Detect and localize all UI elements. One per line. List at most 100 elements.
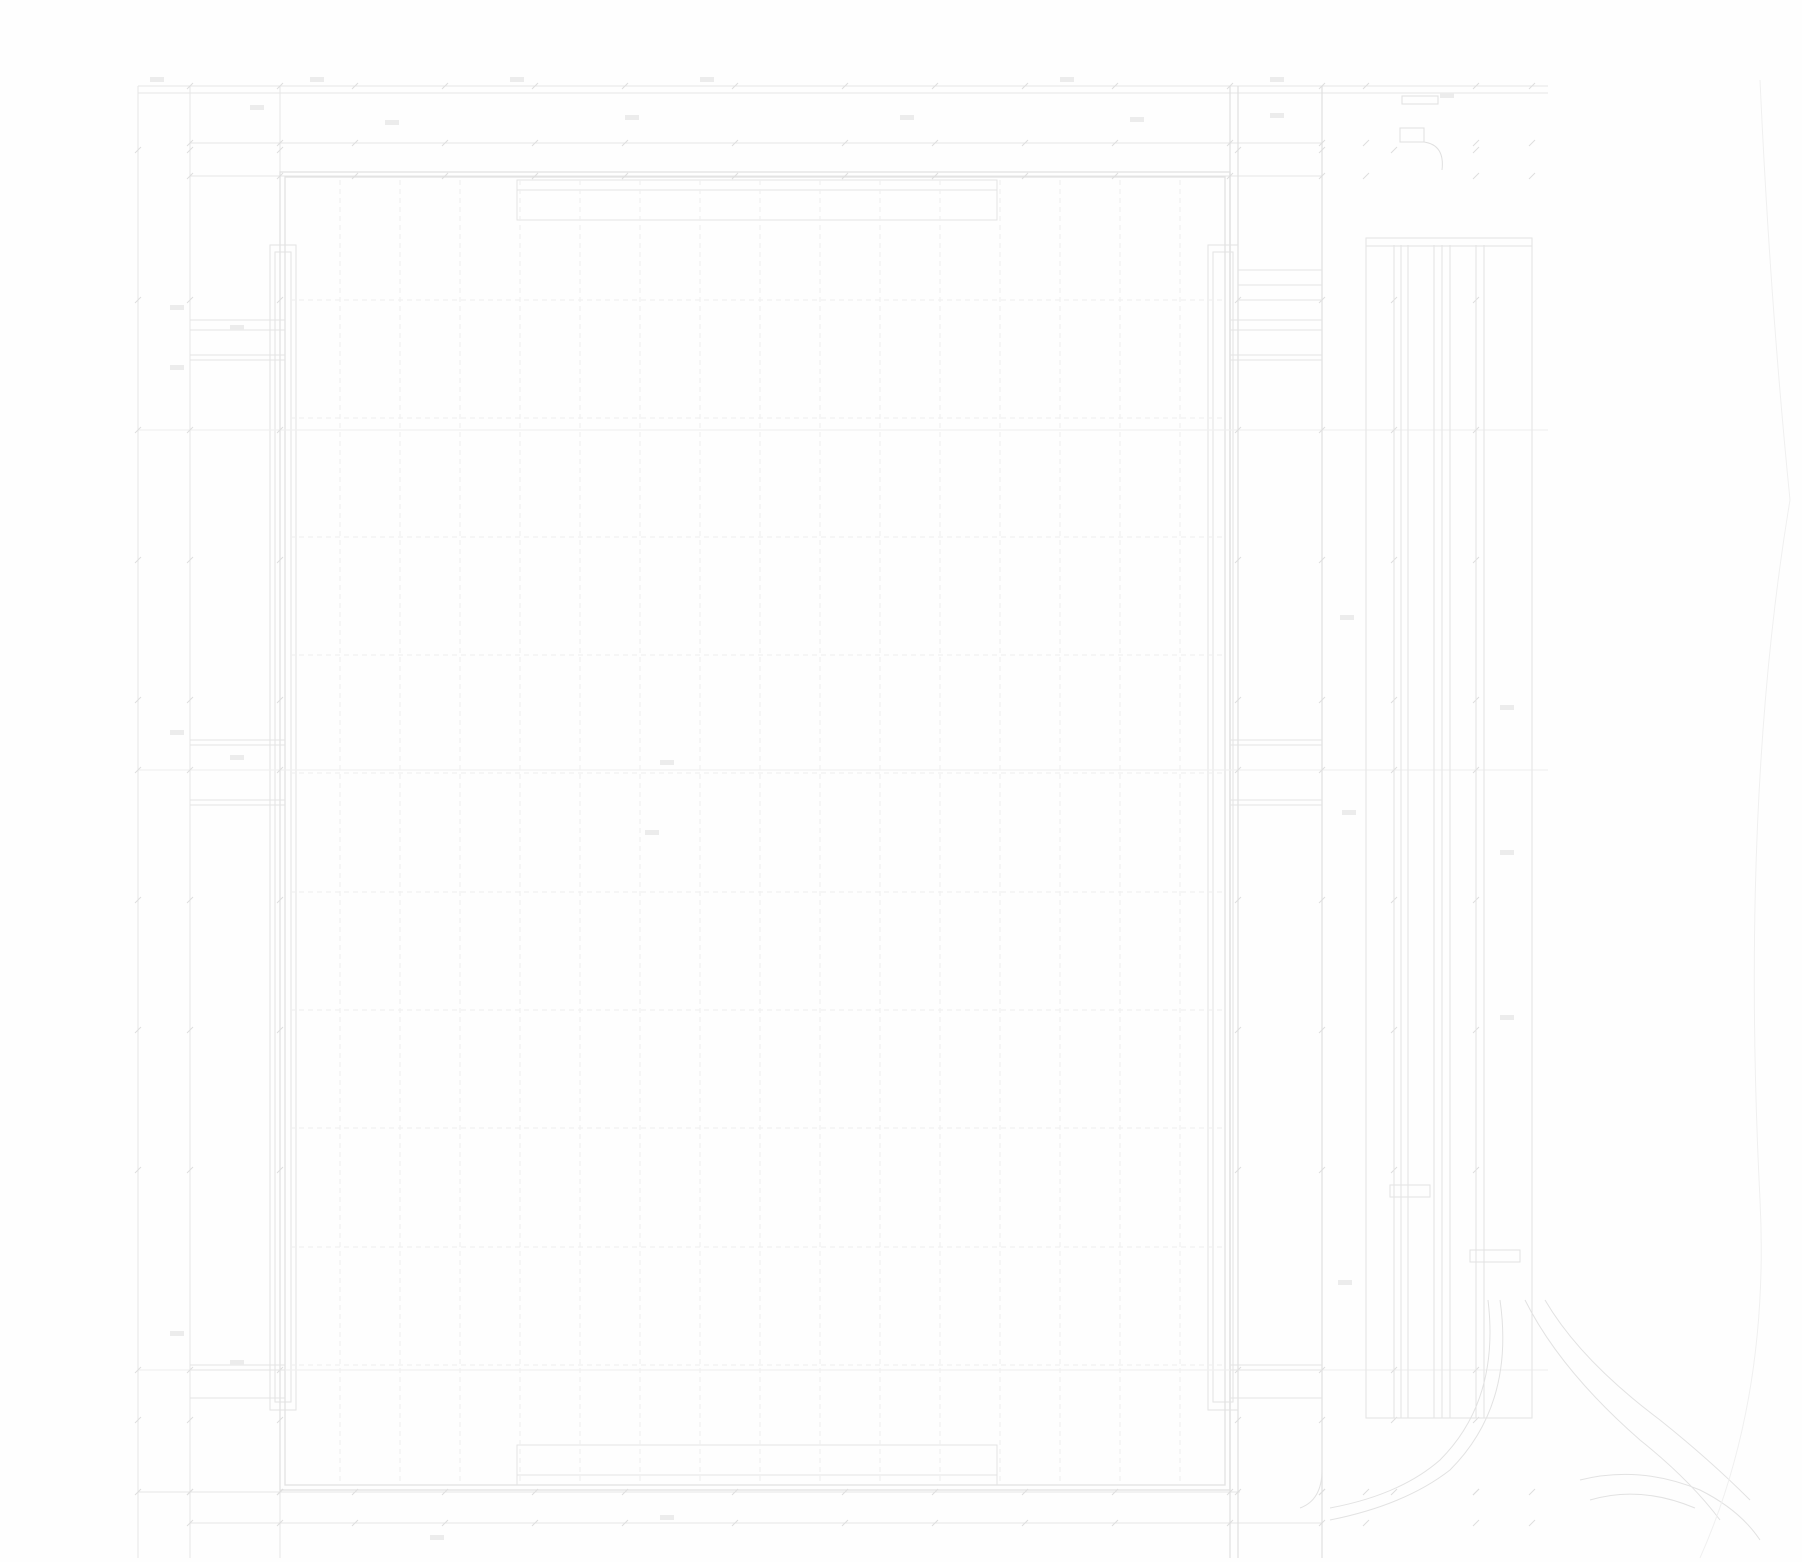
dimension-tick <box>1021 1519 1029 1527</box>
dimension-tick <box>621 139 629 147</box>
dimension-tick <box>276 1488 284 1496</box>
dimension-tick <box>1226 1488 1234 1496</box>
dimension-tick <box>621 172 629 180</box>
dimension-tick <box>134 556 142 564</box>
gate-structure <box>1399 95 1443 171</box>
outer-boundary <box>137 85 1548 1558</box>
dimension-tick <box>1111 139 1119 147</box>
dimension-tick <box>731 82 739 90</box>
dimension-tick <box>1318 1026 1326 1034</box>
dimension-tick <box>931 82 939 90</box>
dimension-tick <box>351 172 359 180</box>
dimension-tick <box>1234 766 1242 774</box>
dimension-tick <box>531 139 539 147</box>
dimension-tick <box>1318 426 1326 434</box>
dimension-tick <box>1234 146 1242 154</box>
dimension-tick <box>1318 1166 1326 1174</box>
dimension-tick <box>441 1519 449 1527</box>
dimension-tick <box>441 1488 449 1496</box>
dimension-tick <box>1362 1488 1370 1496</box>
dimension-tick <box>186 1519 194 1527</box>
dimension-tick <box>276 556 284 564</box>
dimension-mark <box>1130 117 1144 122</box>
dimension-mark <box>1338 1280 1352 1285</box>
dimension-mark <box>1060 77 1074 82</box>
dimension-tick <box>1318 146 1326 154</box>
dimension-tick <box>1318 1488 1326 1496</box>
building-outline <box>279 86 1323 1558</box>
dimension-tick <box>1318 82 1326 90</box>
dimension-tick <box>841 172 849 180</box>
dimension-tick <box>1318 766 1326 774</box>
dimension-mark <box>230 755 244 760</box>
dimension-tick <box>441 139 449 147</box>
dimension-tick <box>276 1026 284 1034</box>
dimension-tick <box>531 1519 539 1527</box>
dimension-tick <box>276 1166 284 1174</box>
dimension-tick <box>1234 556 1242 564</box>
dimension-tick <box>1472 1488 1480 1496</box>
dimension-tick <box>134 1026 142 1034</box>
dimension-tick <box>186 82 194 90</box>
dimension-tick <box>186 1026 194 1034</box>
dimension-tick <box>276 296 284 304</box>
dimension-ticks <box>134 82 1536 1527</box>
dimension-tick <box>621 82 629 90</box>
callout-leaders <box>190 269 1322 1399</box>
dimension-tick <box>1318 556 1326 564</box>
dimension-tick <box>134 426 142 434</box>
dimension-tick <box>1362 82 1370 90</box>
dimension-tick <box>1226 172 1234 180</box>
dimension-tick <box>1528 1488 1536 1496</box>
dimension-tick <box>186 896 194 904</box>
dimension-mark <box>625 115 639 120</box>
dimension-tick <box>1234 1488 1242 1496</box>
dimension-tick <box>1234 1026 1242 1034</box>
dimension-tick <box>1390 146 1398 154</box>
right-corridor <box>1365 237 1533 1419</box>
dimension-tick <box>531 172 539 180</box>
dimension-mark <box>230 325 244 330</box>
dimension-mark <box>430 1535 444 1540</box>
dimension-tick <box>841 1519 849 1527</box>
dimension-tick <box>186 1166 194 1174</box>
interior-grid <box>138 180 1548 1485</box>
dimension-tick <box>931 1519 939 1527</box>
dimension-tick <box>186 146 194 154</box>
dimension-tick <box>731 1519 739 1527</box>
dimension-tick <box>441 82 449 90</box>
dimension-tick <box>1318 896 1326 904</box>
dimension-tick <box>841 82 849 90</box>
dimension-mark <box>1440 93 1454 98</box>
dimension-tick <box>1528 139 1536 147</box>
loading-strips <box>516 179 998 1486</box>
dimension-mark <box>250 105 264 110</box>
dimension-tick <box>1111 82 1119 90</box>
dimension-tick <box>186 1416 194 1424</box>
dimension-tick <box>351 139 359 147</box>
dimension-labels <box>150 77 1514 1540</box>
dimension-tick <box>276 139 284 147</box>
access-road <box>1299 79 1791 1559</box>
dimension-tick <box>1528 172 1536 180</box>
dimension-tick <box>186 556 194 564</box>
dimension-tick <box>1111 1488 1119 1496</box>
dimension-mark <box>1500 1015 1514 1020</box>
dimension-mark <box>1500 850 1514 855</box>
dimension-tick <box>1226 139 1234 147</box>
dimension-mark <box>150 77 164 82</box>
dimension-tick <box>276 896 284 904</box>
dimension-tick <box>731 139 739 147</box>
dimension-tick <box>1362 1519 1370 1527</box>
dimension-tick <box>1234 896 1242 904</box>
dimension-tick <box>1111 172 1119 180</box>
dimension-tick <box>186 426 194 434</box>
dimension-tick <box>134 146 142 154</box>
dimension-tick <box>1472 172 1480 180</box>
dimension-mark <box>510 77 524 82</box>
dimension-tick <box>134 896 142 904</box>
dimension-mark <box>230 1360 244 1365</box>
dimension-tick <box>186 766 194 774</box>
dimension-tick <box>1234 1416 1242 1424</box>
